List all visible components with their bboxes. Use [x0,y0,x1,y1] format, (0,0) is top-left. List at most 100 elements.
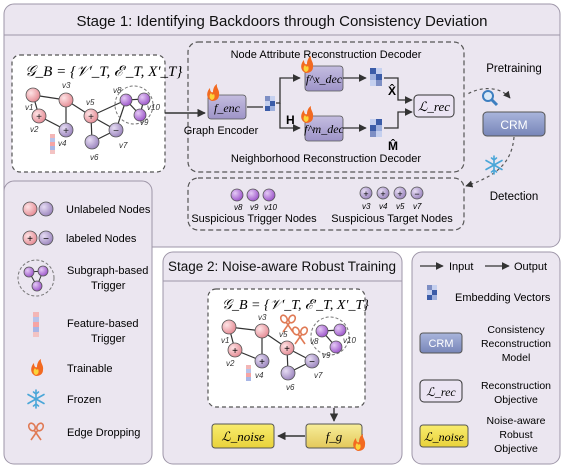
node-label-v9: v9 [140,118,149,127]
s2-node-label-v7: v7 [314,371,323,380]
f-dec-m-label: f^m_dec [304,122,344,136]
stage1-graph-nodes: + + + − [25,87,151,150]
stage2-graph-nodes: + + + − [221,319,347,381]
node-label-v10: v10 [147,103,160,112]
svg-text:+: + [284,344,290,355]
suspicious-target-icons: + + + − [359,186,424,200]
legend-feature-trigger-2: Trigger [91,333,126,345]
target-label-v3: v3 [362,202,371,211]
node-label-v7: v7 [119,141,128,150]
suspicious-target-label: Suspicious Target Nodes [331,213,453,225]
neighborhood-decoder-label: Neighborhood Reconstruction Decoder [231,153,422,165]
legend-lrec-box [419,379,463,403]
svg-text:+: + [397,189,402,199]
pretraining-label: Pretraining [486,63,542,75]
legend-crm-box [419,332,463,354]
stage2-feature-trigger-bar [246,365,251,381]
legend-frozen: Frozen [67,394,101,406]
node-label-v5: v5 [86,98,95,107]
node-label-v8: v8 [113,86,122,95]
feature-trigger-icon [33,312,39,337]
legend-crm-label: CRM [428,338,453,350]
h-label: H [286,113,295,127]
subgraph-trigger-icon [17,259,55,297]
crm-box [482,111,546,137]
graph-encoder-label: Graph Encoder [184,125,259,137]
legend-left-panel [3,180,153,465]
f-g-label: f_g [326,429,343,444]
s2-node-label-v9: v9 [322,351,331,360]
suspicious-trigger-label: Suspicious Trigger Nodes [191,213,317,225]
stage2-title: Stage 2: Noise-aware Robust Training [168,259,396,274]
legend-lrec-desc-1: Reconstruction [481,380,551,392]
m-hat-matrix-icon [370,119,382,137]
s2-node-label-v4: v4 [255,371,264,380]
svg-text:−: − [43,234,49,245]
svg-text:+: + [259,357,265,368]
svg-text:−: − [309,357,315,368]
legend-labeled-nodes: labeled Nodes [66,233,137,245]
target-label-v4: v4 [379,202,388,211]
legend-lnoise-desc-2: Robust [499,429,532,441]
stage1-title: Stage 1: Identifying Backdoors through C… [76,13,487,30]
trigger-label-v10: v10 [264,203,277,212]
svg-text:−: − [113,126,119,137]
legend-lnoise-desc-1: Noise-aware [487,415,546,427]
l-noise-label: ℒ_noise [221,429,265,444]
s2-node-label-v2: v2 [226,359,235,368]
legend-right-panel [411,251,561,465]
legend-lnoise-label: ℒ_noise [424,430,465,444]
legend-input: Input [449,261,473,273]
legend-crm-desc-3: Model [502,352,531,364]
feature-trigger-bar [50,134,55,154]
f-enc-label: f_enc [214,101,241,115]
l-rec-box [413,94,455,118]
legend-output: Output [514,261,547,273]
s2-node-label-v3: v3 [258,313,267,322]
embedding-h-icon [265,96,275,111]
legend-subgraph-trigger-2: Trigger [91,280,126,292]
node-label-v4: v4 [58,139,67,148]
target-label-v7: v7 [413,202,422,211]
labeled-nodes-icon: + − [22,230,54,246]
legend-lnoise-box [419,424,469,448]
suspicious-nodes-box [187,177,465,231]
suspicious-trigger-icons [230,188,276,202]
unlabeled-nodes-icon [22,201,54,217]
legend-edge-dropping: Edge Dropping [67,427,140,439]
x-hat-matrix-icon [370,68,382,86]
node-label-v6: v6 [90,153,99,162]
node-label-v2: v2 [30,125,39,134]
trigger-label-v8: v8 [234,203,243,212]
svg-text:+: + [380,189,385,199]
node-label-v1: v1 [25,103,33,112]
svg-text:+: + [232,346,238,357]
legend-crm-desc-2: Reconstruction [481,338,551,350]
trigger-label-v9: v9 [250,203,259,212]
svg-text:+: + [88,112,94,123]
svg-text:+: + [63,126,69,137]
embedding-vectors-icon [427,285,437,300]
svg-text:+: + [363,189,368,199]
s2-node-label-v5: v5 [279,330,288,339]
f-enc-box [207,94,247,120]
legend-trainable: Trainable [67,363,112,375]
x-hat-label: X̂ [388,83,396,98]
s2-node-label-v6: v6 [286,383,295,392]
legend-unlabeled-nodes: Unlabeled Nodes [66,204,151,216]
detection-label: Detection [490,191,539,203]
legend-lrec-desc-2: Objective [494,394,538,406]
legend-lrec-label: ℒ_rec [426,385,456,399]
s2-node-label-v10: v10 [343,336,356,345]
s2-node-label-v8: v8 [310,337,319,346]
legend-lnoise-desc-3: Objective [494,443,538,455]
svg-text:−: − [414,189,419,199]
l-noise-box [211,423,275,449]
l-rec-label: ℒ_rec [418,99,450,114]
crm-label: CRM [500,118,527,132]
svg-text:+: + [36,112,42,123]
f-dec-x-label: f^x_dec [306,72,343,86]
legend-embedding-vectors: Embedding Vectors [455,292,551,304]
